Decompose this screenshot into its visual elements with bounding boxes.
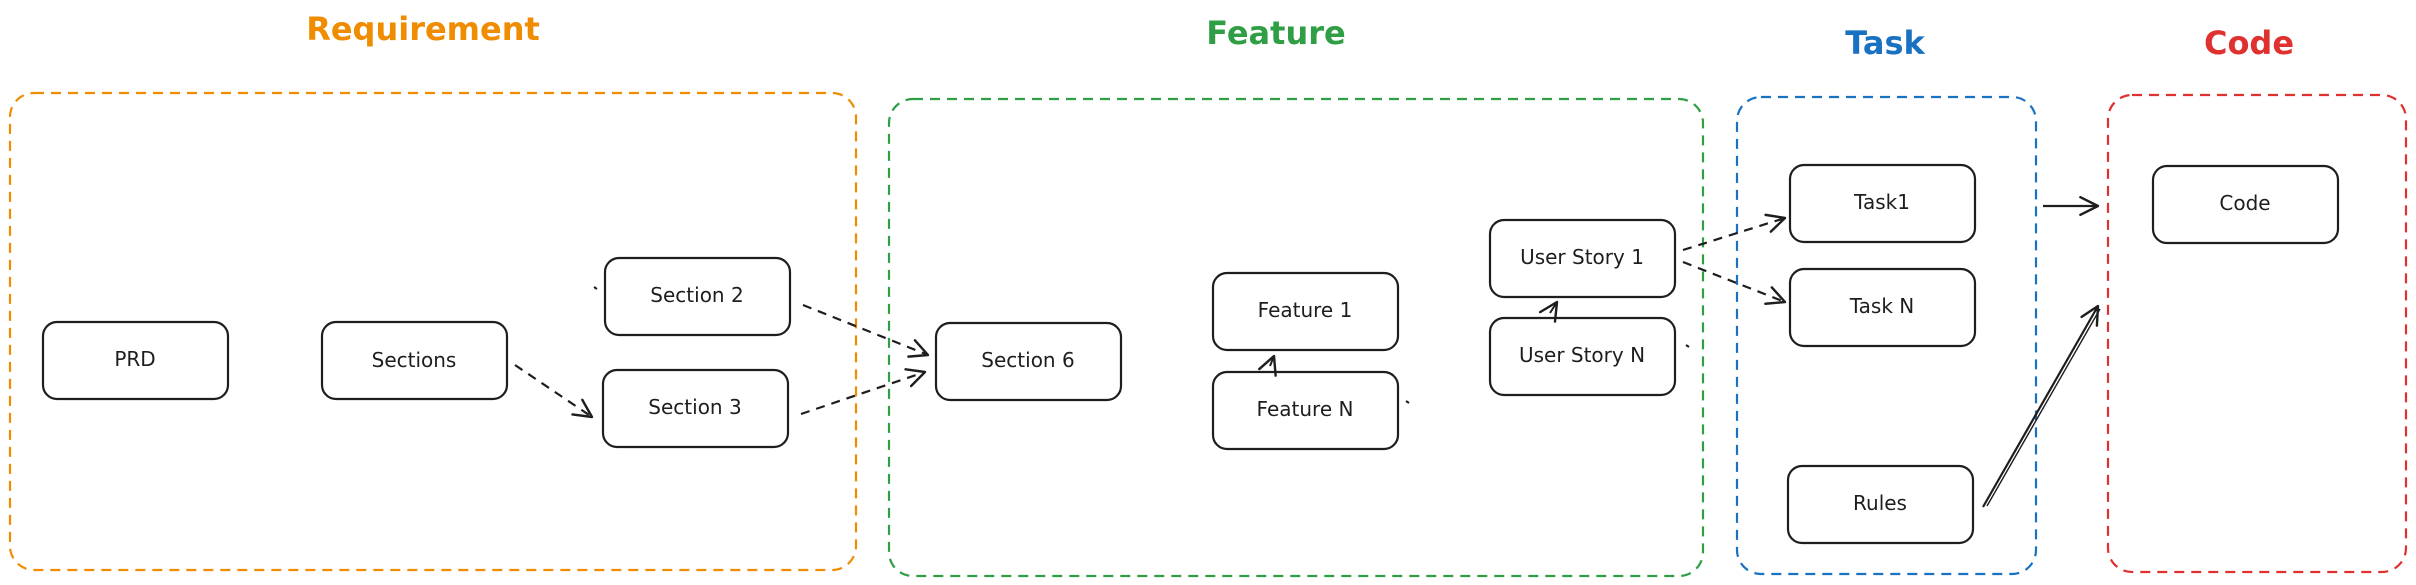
edge-rules-to-code-sketch-stroke — [1986, 308, 2101, 507]
edge-rules-to-code — [1982, 304, 2100, 508]
group-title-task: Task — [1845, 24, 1925, 62]
group-title-requirement: Requirement — [306, 10, 540, 48]
node-sections[interactable]: Sections — [320, 320, 509, 401]
edge-feature-n-to-feature-1 — [1258, 354, 1277, 377]
edge-user-story-1-to-task-n — [1682, 260, 1787, 305]
node-user-story-n[interactable]: User Story N — [1488, 316, 1677, 397]
edge-user-story-n-to-user-story-1 — [1538, 300, 1559, 323]
sketch-tick-mark — [593, 286, 598, 290]
node-rules[interactable]: Rules — [1786, 464, 1975, 545]
node-sections-label: Sections — [372, 348, 457, 372]
node-feature-1-label: Feature 1 — [1258, 298, 1353, 322]
group-frame-feature — [887, 97, 1705, 578]
node-feature-1[interactable]: Feature 1 — [1211, 271, 1400, 352]
sketch-tick-mark — [1685, 344, 1690, 348]
node-feature-n[interactable]: Feature N — [1211, 370, 1400, 451]
node-feature-n-label: Feature N — [1257, 397, 1354, 421]
group-title-code: Code — [2204, 24, 2294, 62]
sketch-tick-mark — [1405, 400, 1410, 404]
group-frame-task — [1735, 95, 2038, 576]
node-section-6[interactable]: Section 6 — [934, 321, 1123, 402]
node-task-n[interactable]: Task N — [1788, 267, 1977, 348]
node-section-3[interactable]: Section 3 — [601, 368, 790, 449]
node-section-3-label: Section 3 — [648, 395, 741, 419]
edge-sections-to-section-3 — [514, 364, 594, 419]
node-prd-label: PRD — [114, 347, 155, 371]
edge-user-story-1-to-task-1 — [1682, 213, 1787, 252]
node-user-story-1[interactable]: User Story 1 — [1488, 218, 1677, 299]
node-section-6-label: Section 6 — [981, 348, 1074, 372]
node-user-story-n-label: User Story N — [1519, 343, 1645, 367]
node-user-story-1-label: User Story 1 — [1520, 245, 1644, 269]
edge-section-3-to-section-6 — [800, 368, 927, 416]
node-code-label: Code — [2219, 191, 2270, 215]
group-frame-requirement — [8, 91, 858, 572]
node-section-2-label: Section 2 — [650, 283, 743, 307]
group-title-feature: Feature — [1206, 14, 1345, 52]
node-rules-label: Rules — [1853, 491, 1907, 515]
node-task-n-label: Task N — [1849, 294, 1914, 318]
node-task-1-label: Task1 — [1853, 190, 1910, 214]
node-code[interactable]: Code — [2151, 164, 2340, 245]
node-task-1[interactable]: Task1 — [1788, 163, 1977, 244]
node-prd[interactable]: PRD — [41, 320, 230, 401]
node-section-2[interactable]: Section 2 — [603, 256, 792, 337]
edge-section-2-to-section-6 — [802, 303, 930, 358]
group-frame-code — [2106, 93, 2408, 574]
